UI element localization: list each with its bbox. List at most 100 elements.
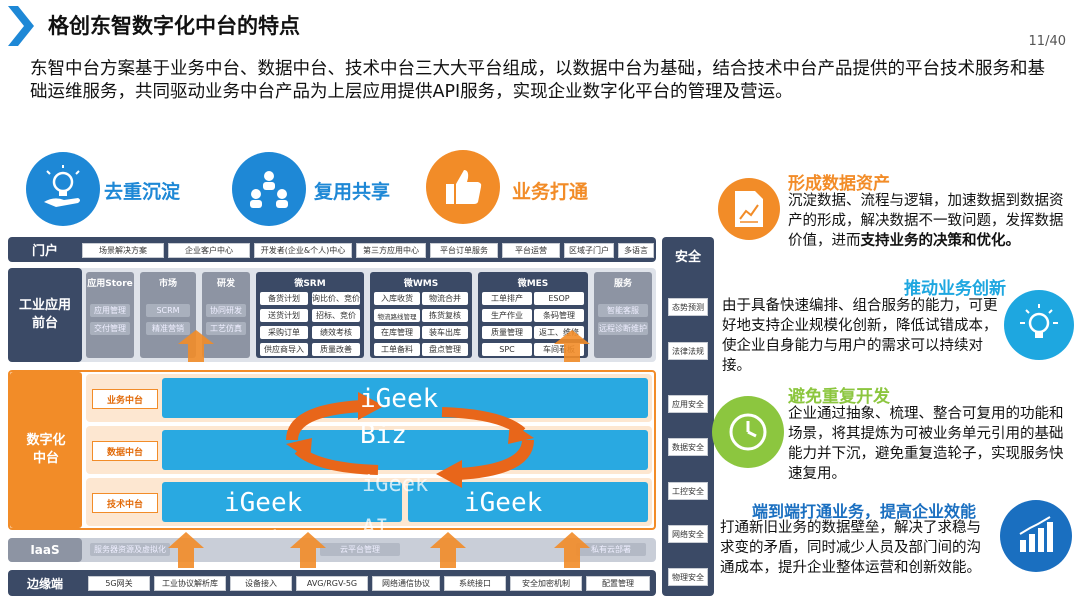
cycle-arrows-icon [286, 392, 534, 488]
up-arrow-icon [168, 532, 204, 568]
engine-capabilities [162, 482, 402, 522]
security-item[interactable]: 物理安全 [668, 568, 708, 586]
mes-item[interactable]: 工单排产 [482, 292, 532, 305]
data-capabilities [162, 430, 648, 470]
biz-capabilities [162, 378, 648, 418]
edge-label: 边缘端 [26, 576, 63, 591]
rd-item[interactable]: 协同研发 [206, 304, 246, 317]
middle-platform-label: 数字化中台 [10, 372, 82, 528]
portal-item[interactable]: 区域子门户 [564, 243, 614, 258]
wms-item[interactable]: 拣货复核 [422, 309, 468, 322]
up-arrow-icon [178, 330, 214, 362]
wms-item[interactable]: 入库收货 [374, 292, 420, 305]
up-arrow-icon [554, 532, 590, 568]
store-item[interactable]: 应用管理 [90, 304, 130, 317]
mes-item[interactable]: 条码管理 [534, 309, 584, 322]
edge-item[interactable]: 系统接口 [444, 576, 506, 591]
industrial-label: 工业应用前台 [8, 268, 82, 362]
security-item[interactable]: 应用安全 [668, 395, 708, 413]
market-item[interactable]: SCRM [146, 304, 190, 317]
point-title-data-asset: 形成数据资产 [788, 174, 890, 194]
edge-item[interactable]: 网络通信协议 [372, 576, 440, 591]
edge-item[interactable]: 配置管理 [586, 576, 650, 591]
devops-capabilities [408, 482, 648, 522]
up-arrow-icon [430, 532, 466, 568]
mes-title: 微MES [517, 279, 549, 289]
portal-item[interactable]: 场景解决方案 [82, 243, 164, 258]
store-item[interactable]: 交付管理 [90, 322, 130, 335]
wms-item[interactable]: 盘点管理 [422, 343, 468, 356]
biz-middle-label: 业务中台 [92, 389, 158, 409]
portal-item[interactable]: 第三方应用中心 [356, 243, 426, 258]
rd-item[interactable]: 工艺仿真 [206, 322, 246, 335]
point-body-innovation: 由于具备快速编排、组合服务的能力，可更好地支持企业规模化创新，降低试错成本，使企… [722, 298, 998, 374]
lightbulb-icon [1004, 290, 1074, 360]
point-title-innovation: 推动业务创新 [904, 279, 1006, 299]
service-item[interactable]: 远程诊断维护 [598, 322, 648, 335]
security-item[interactable]: 网络安全 [668, 525, 708, 543]
up-arrow-icon [290, 532, 326, 568]
security-item[interactable]: 态势预测 [668, 298, 708, 316]
watermark-devops: iGeek [464, 488, 543, 518]
service-title: 服务 [613, 279, 632, 289]
service-item[interactable]: 智能客服 [598, 304, 648, 317]
srm-item[interactable]: 绩效考核 [312, 326, 360, 339]
edge-item[interactable]: AVG/RGV-5G [296, 576, 368, 591]
up-arrow-icon [554, 330, 590, 362]
point-body-data-asset: 沉淀数据、流程与逻辑，加速数据到数据资产的形成，解决数据不一致问题，发挥数据价值… [788, 193, 1064, 249]
people-network-icon [232, 152, 306, 226]
tech-middle-label: 技术中台 [92, 493, 158, 513]
portal-item[interactable]: 平台运营 [502, 243, 560, 258]
portal-label: 门户 [31, 244, 58, 259]
mes-item[interactable]: 质量管理 [482, 326, 532, 339]
iaas-item[interactable]: 云平台管理 [320, 543, 400, 556]
watermark-ai: iGeek [362, 472, 429, 497]
edge-item[interactable]: 设备接入 [230, 576, 292, 591]
srm-item[interactable]: 送货计划 [260, 309, 308, 322]
iaas-item[interactable]: 私有云部署 [576, 543, 646, 556]
edge-item[interactable]: 工业协议解析库 [154, 576, 226, 591]
wms-title: 微WMS [403, 279, 439, 289]
clock-icon [712, 396, 784, 468]
point-body-efficiency: 打通新旧业务的数据壁垒，解决了求稳与求变的矛盾，同时减少人员及部门间的沟通成本，… [720, 520, 981, 576]
portal-item[interactable]: 多语言 [618, 243, 654, 258]
intro-paragraph: 东智中台方案基于业务中台、数据中台、技术中台三大大平台组成，以数据中台为基础，结… [30, 59, 1045, 102]
feature-label-connect: 业务打通 [512, 181, 589, 203]
mes-item[interactable]: ESOP [534, 292, 584, 305]
mes-item[interactable]: 生产作业 [482, 309, 532, 322]
srm-item[interactable]: 质量改善 [312, 343, 360, 356]
srm-item[interactable]: 采购订单 [260, 326, 308, 339]
security-item[interactable]: 工控安全 [668, 482, 708, 500]
wms-item[interactable]: 在库管理 [374, 326, 420, 339]
store-title: 应用Store [87, 279, 133, 289]
portal-item[interactable]: 开发者(企业&个人)中心 [254, 243, 352, 258]
page-number: 11/40 [1028, 34, 1066, 49]
title-chevron-icon [8, 6, 34, 46]
edge-item[interactable]: 安全加密机制 [510, 576, 582, 591]
wms-item[interactable]: 装车出库 [422, 326, 468, 339]
wms-item[interactable]: 物流路线管理 [374, 309, 420, 322]
watermark-biz-sub: Biz [360, 420, 407, 450]
portal-item[interactable]: 企业客户中心 [168, 243, 250, 258]
edge-item[interactable]: 5G网关 [88, 576, 150, 591]
point-title-reuse: 避免重复开发 [788, 387, 890, 407]
lightbulb-hand-icon [26, 152, 100, 226]
security-item[interactable]: 法律法规 [668, 342, 708, 360]
report-chart-icon [718, 178, 780, 240]
srm-item[interactable]: 供应商导入 [260, 343, 308, 356]
mes-item[interactable]: SPC [482, 343, 532, 356]
srm-item[interactable]: 备货计划 [260, 292, 308, 305]
point-bold-text: 支持业务的决策和优化。 [860, 233, 1021, 249]
watermark-engine: iGeek [224, 488, 303, 518]
security-item[interactable]: 数据安全 [668, 438, 708, 456]
market-item[interactable]: 精准营销 [146, 322, 190, 335]
rd-title: 研发 [216, 279, 235, 289]
srm-item[interactable]: 招标、竞价 [312, 309, 360, 322]
portal-item[interactable]: 平台订单服务 [430, 243, 498, 258]
iaas-item[interactable]: 服务器资源及虚拟化 [90, 543, 170, 556]
wms-item[interactable]: 物流合并 [422, 292, 468, 305]
iaas-label: IaaS [8, 538, 82, 562]
srm-title: 微SRM [294, 279, 326, 289]
srm-item[interactable]: 询比价、竞价 [312, 292, 360, 305]
wms-item[interactable]: 工单备料 [374, 343, 420, 356]
